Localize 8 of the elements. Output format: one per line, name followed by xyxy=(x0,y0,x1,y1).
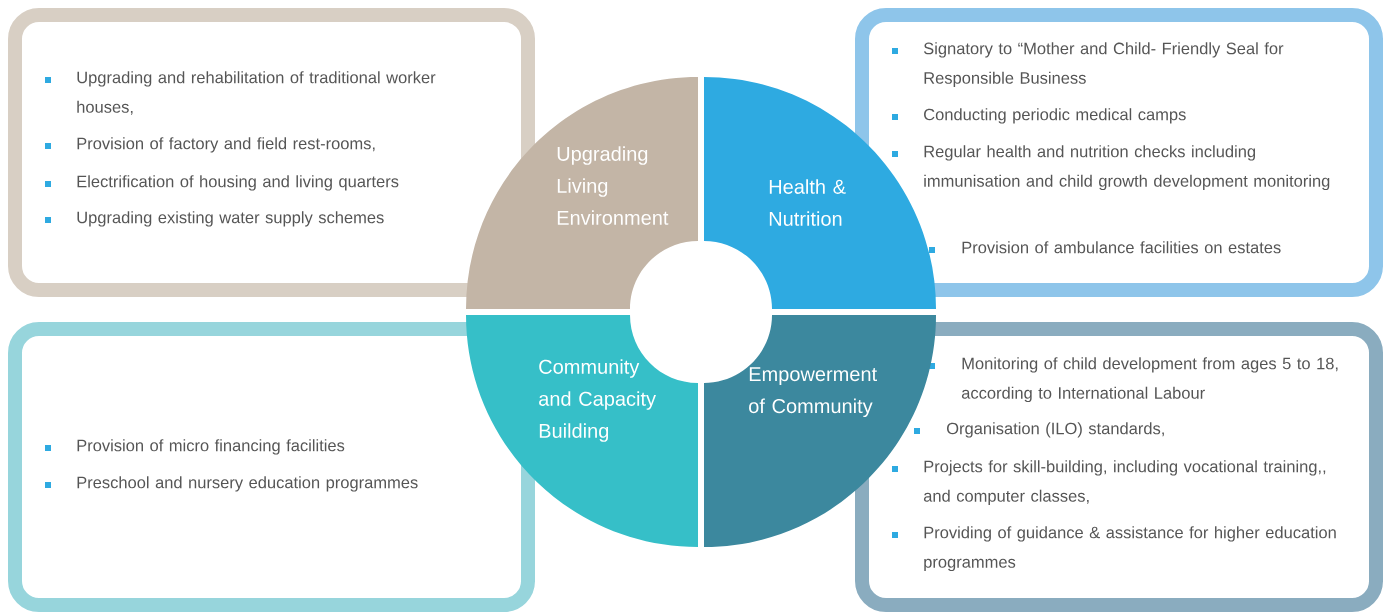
ring-segment: Upgrading Living Environment xyxy=(466,77,698,309)
bullet-item: Provision of micro financing facilities xyxy=(45,439,345,455)
bullet-item: Electrification of housing and living quarters xyxy=(45,175,399,191)
ring-segment: Community and Capacity Building xyxy=(466,315,698,547)
bullet-item: Upgrading and rehabilitation of traditional worker houses, xyxy=(45,71,436,115)
bullet-item: Provision of factory and field rest-rooms, xyxy=(45,137,375,153)
bullet-item: Preschool and nursery education programmes xyxy=(45,476,418,492)
bullet-item: Upgrading existing water supply schemes xyxy=(45,211,384,227)
